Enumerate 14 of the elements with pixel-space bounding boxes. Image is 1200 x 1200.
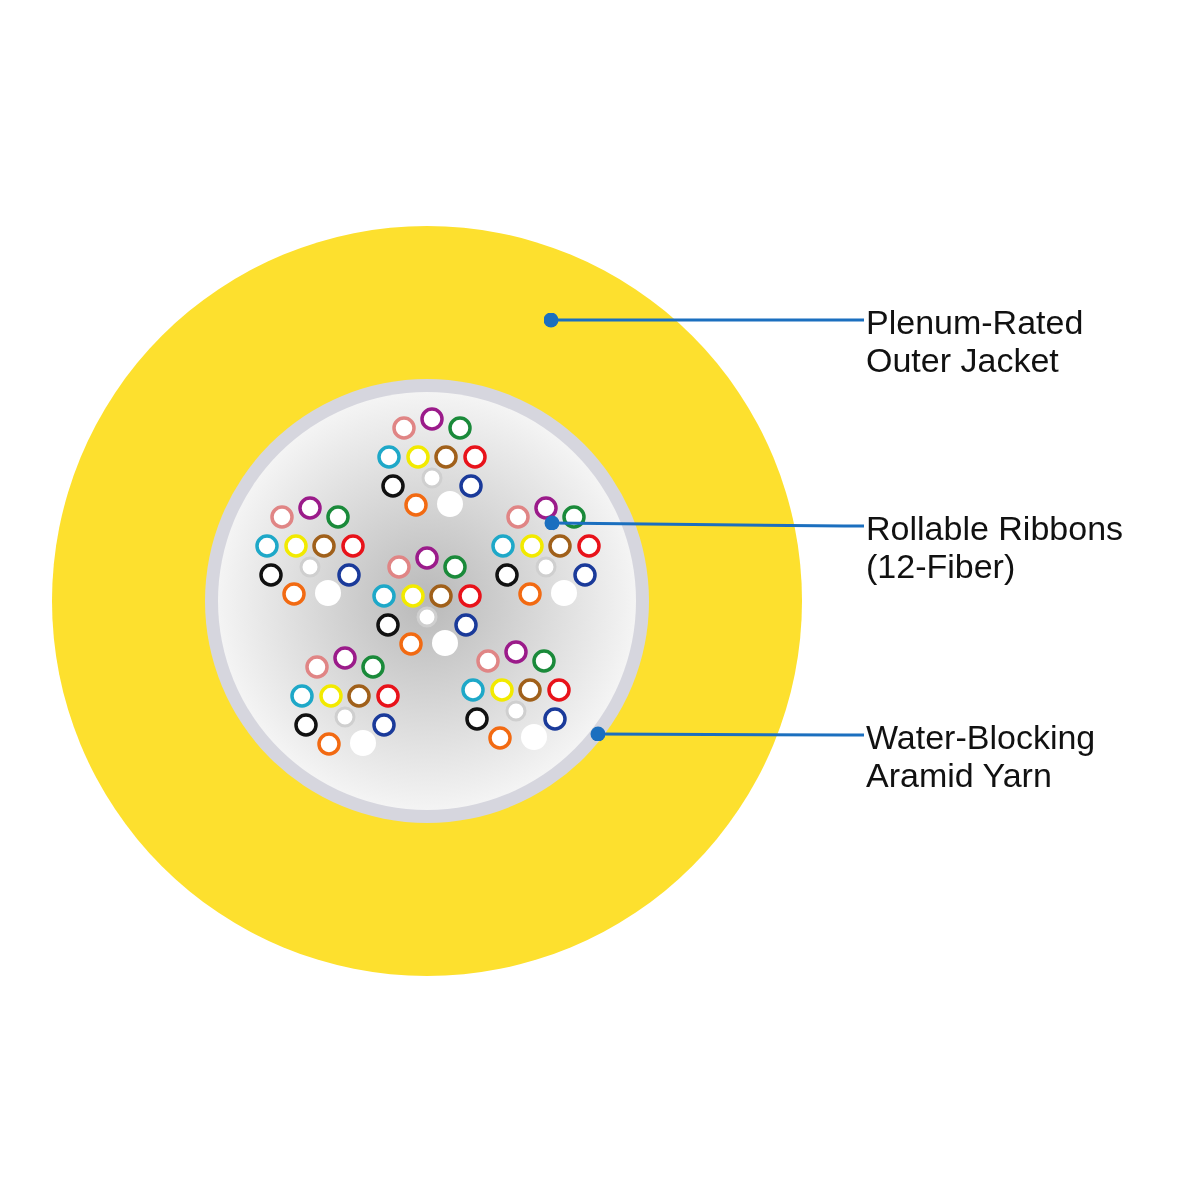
fiber-ribbon-drawing bbox=[460, 637, 572, 749]
callout-label: Rollable Ribbons (12-Fiber) bbox=[866, 509, 1166, 585]
fiber-ribbon-drawing bbox=[289, 643, 401, 755]
fiber-ribbon-drawing bbox=[376, 404, 488, 516]
leader-line bbox=[543, 312, 864, 328]
fiber-ribbon-drawing bbox=[490, 493, 602, 605]
aramid-yarn-layer bbox=[205, 379, 649, 823]
fiber-ribbon-drawing bbox=[371, 543, 483, 655]
fiber-ribbon-drawing bbox=[254, 493, 366, 605]
callout-label: Water-Blocking Aramid Yarn bbox=[866, 718, 1166, 794]
outer-jacket-layer bbox=[52, 226, 802, 976]
callout-label: Plenum-Rated Outer Jacket bbox=[866, 303, 1166, 379]
leader-line bbox=[544, 515, 864, 531]
leader-line bbox=[590, 726, 864, 742]
